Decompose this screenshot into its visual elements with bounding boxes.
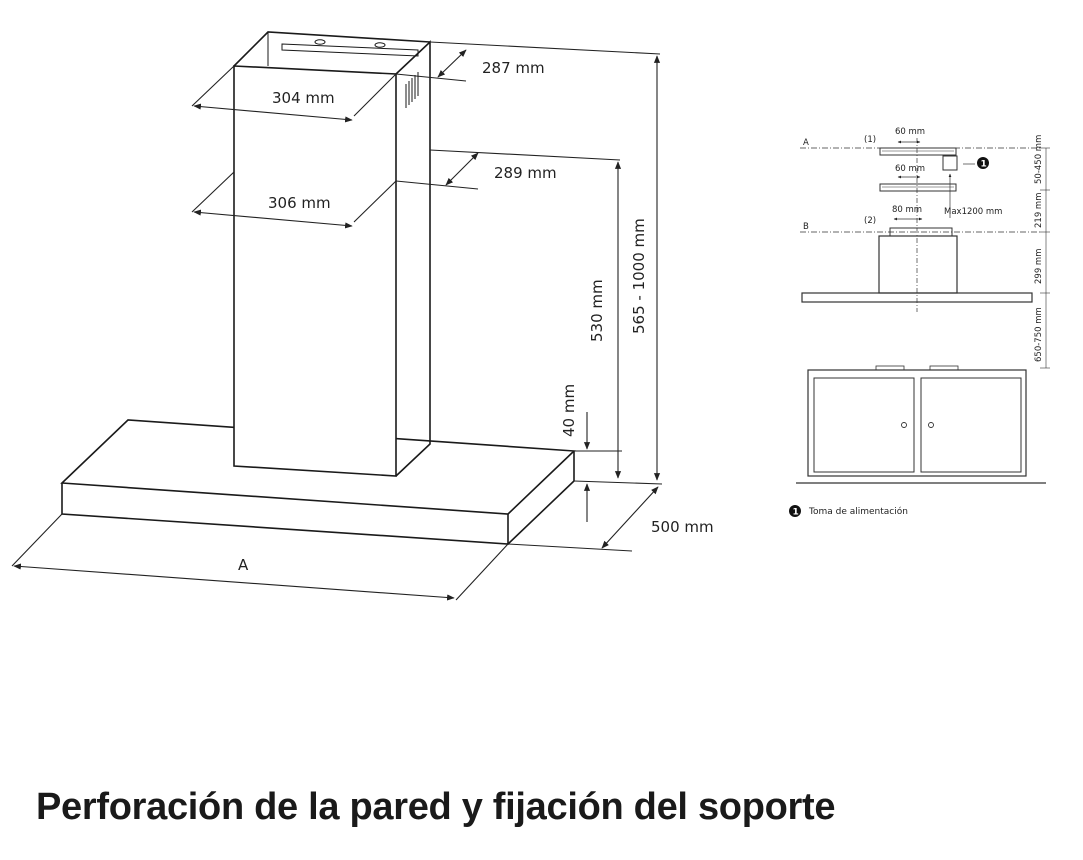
- installation-side-diagram: 1 A B (1) (2) 60 mm 60 mm 80 mm Max1200 …: [789, 127, 1050, 518]
- bracket-2-label: (2): [864, 216, 876, 226]
- power-outlet-marker: 1: [977, 157, 989, 170]
- dim-canopy-thickness-label: 40 mm: [560, 384, 578, 437]
- hood-drawing: [60, 31, 576, 545]
- chimney: [233, 31, 431, 477]
- legend: 1 Toma de alimentación: [789, 505, 908, 518]
- dim-height-total-label: 565 - 1000 mm: [630, 218, 648, 334]
- dim-80-label: 80 mm: [892, 205, 922, 215]
- dim-depth-top-label: 287 mm: [482, 59, 545, 77]
- max-1200-label: Max1200 mm: [944, 207, 1002, 217]
- line-a-label: A: [803, 138, 809, 148]
- dim-60-top-label: 60 mm: [895, 127, 925, 137]
- legend-text: Toma de alimentación: [808, 506, 908, 517]
- vent-slats: [405, 72, 419, 108]
- dim-60-mid-label: 60 mm: [895, 164, 925, 174]
- v-50-450-label: 50-450 mm: [1034, 135, 1044, 184]
- dim-width-mid-label: 306 mm: [268, 194, 331, 212]
- dim-canopy-width-label: A: [238, 556, 249, 574]
- dim-canopy-depth-label: 500 mm: [651, 518, 714, 536]
- dimension-lines: [11, 41, 663, 601]
- dim-height-chimney-label: 530 mm: [588, 279, 606, 342]
- dimension-labels: 287 mm 304 mm 289 mm 306 mm 530 mm 565 -…: [238, 59, 714, 574]
- marker-number: 1: [981, 160, 987, 170]
- v-219-label: 219 mm: [1034, 193, 1044, 229]
- dim-width-top-label: 304 mm: [272, 89, 335, 107]
- dim-depth-mid-label: 289 mm: [494, 164, 557, 182]
- v-650-750-label: 650-750 mm: [1034, 307, 1044, 362]
- bracket-1-label: (1): [864, 135, 876, 145]
- v-299-label: 299 mm: [1034, 249, 1044, 285]
- line-b-label: B: [803, 222, 809, 232]
- section-heading: Perforación de la pared y fijación del s…: [36, 786, 836, 828]
- legend-marker-number: 1: [793, 508, 799, 518]
